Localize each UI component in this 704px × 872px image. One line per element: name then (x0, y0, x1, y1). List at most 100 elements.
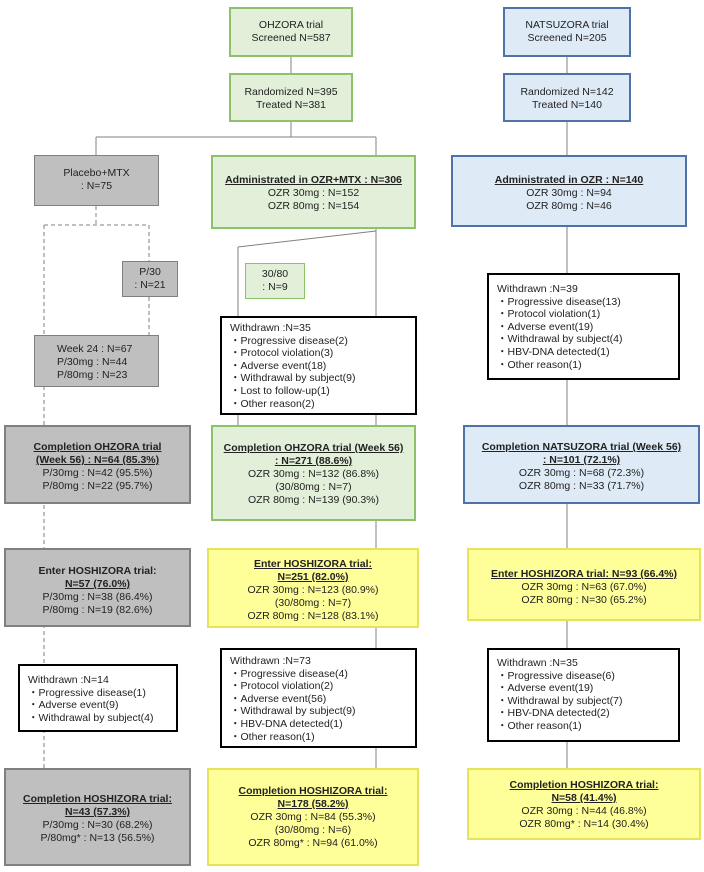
natsuzora-screened-count: Screened N=205 (527, 32, 607, 44)
enter-hoshizora-natsuzora-80mg: OZR 80mg : N=30 (65.2%) (521, 594, 647, 606)
withdrawn-ozr-mtx-item: ・Adverse event(18) (230, 359, 327, 372)
withdrawn-hoshizora-ozr-item: ・Protocol violation(2) (230, 680, 334, 693)
withdrawn-natsuzora-item: ・HBV-DNA detected(1) (497, 345, 610, 358)
withdrawn-hoshizora-ozr-item: ・Adverse event(56) (230, 692, 327, 705)
week24-count: Week 24 : N=67 (57, 343, 133, 355)
withdrawn-natsuzora-item: ・Other reason(1) (497, 358, 582, 371)
withdrawn-hoshizora-ozr-item: ・HBV-DNA detected(1) (230, 717, 343, 730)
ohzora-screened-count: Screened N=587 (251, 32, 331, 44)
ohzora-randomized-box: Randomized N=395 Treated N=381 (229, 73, 353, 122)
withdrawn-ozr-mtx-item: ・Withdrawal by subject(9) (230, 372, 356, 385)
completion-natsuzora-box: Completion NATSUZORA trial (Week 56) : N… (463, 425, 700, 504)
withdrawn-ozr-mtx-item: ・Progressive disease(2) (230, 334, 348, 347)
completion-hoshizora-ozr-count: N=178 (58.2%) (277, 798, 349, 810)
completion-ohzora-placebo-title: Completion OHZORA trial (33, 441, 162, 453)
withdrawn-hoshizora-ozr-title: Withdrawn :N=73 (230, 655, 311, 667)
ozr-30mg: OZR 30mg : N=94 (526, 187, 612, 199)
completion-natsuzora-title: Completion NATSUZORA trial (Week 56) (481, 441, 682, 453)
withdrawn-ozr-mtx-box: Withdrawn :N=35 ・Progressive disease(2) … (220, 316, 417, 415)
natsuzora-trial-label: NATSUZORA trial (525, 19, 609, 31)
ohzora-screened-box: OHZORA trial Screened N=587 (229, 7, 353, 57)
ozr-80mg: OZR 80mg : N=46 (526, 200, 612, 212)
completion-ohzora-ozr-box: Completion OHZORA trial (Week 56) : N=27… (211, 425, 416, 521)
enter-hoshizora-ozr-mtx-title: Enter HOSHIZORA trial: (253, 558, 373, 570)
placebo-mtx-label: Placebo+MTX (63, 167, 130, 179)
completion-ohzora-ozr-title: Completion OHZORA trial (Week 56) (223, 442, 404, 454)
completion-hoshizora-natsuzora-30mg: OZR 30mg : N=44 (46.8%) (521, 805, 647, 817)
withdrawn-hoshizora-ozr-item: ・Progressive disease(4) (230, 667, 348, 680)
natsuzora-screened-box: NATSUZORA trial Screened N=205 (503, 7, 631, 57)
completion-natsuzora-80mg: OZR 80mg : N=33 (71.7%) (518, 480, 645, 492)
natsuzora-randomized-count: Randomized N=142 (520, 86, 614, 98)
p30-label: P/30 (139, 266, 161, 278)
switch-3080-box: 30/80 : N=9 (245, 263, 305, 299)
enter-hoshizora-placebo-p30: P/30mg : N=38 (86.4%) (42, 591, 153, 603)
withdrawn-natsuzora-title: Withdrawn :N=39 (497, 283, 578, 295)
completion-hoshizora-placebo-p30: P/30mg : N=30 (68.2%) (42, 819, 153, 831)
withdrawn-natsuzora-item: ・Adverse event(19) (497, 320, 594, 333)
week24-p30: P/30mg : N=44 (57, 356, 128, 368)
enter-hoshizora-ozr-mtx-box: Enter HOSHIZORA trial: N=251 (82.0%) OZR… (207, 548, 419, 628)
ohzora-randomized-count: Randomized N=395 (244, 86, 338, 98)
completion-ohzora-ozr-80mg: OZR 80mg : N=139 (90.3%) (247, 494, 379, 506)
ozr-mtx-administered-box: Administrated in OZR+MTX : N=306 OZR 30m… (211, 155, 416, 229)
completion-natsuzora-count: : N=101 (72.1%) (542, 454, 621, 466)
completion-hoshizora-natsuzora-count: N=58 (41.4%) (551, 792, 617, 804)
enter-hoshizora-natsuzora-title: Enter HOSHIZORA trial: N=93 (66.4%) (490, 568, 678, 580)
ohzora-treated-count: Treated N=381 (256, 99, 326, 111)
completion-ohzora-placebo-count: (Week 56) : N=64 (85.3%) (35, 454, 160, 466)
enter-hoshizora-ozr-mtx-30mg: OZR 30mg : N=123 (80.9%) (247, 584, 379, 596)
completion-ohzora-ozr-count: : N=271 (88.6%) (274, 455, 353, 467)
withdrawn-hoshizora-placebo-item: ・Adverse event(9) (28, 699, 119, 712)
ozr-mtx-30mg: OZR 30mg : N=152 (267, 187, 360, 199)
withdrawn-natsuzora-item: ・Protocol violation(1) (497, 308, 601, 321)
enter-hoshizora-placebo-title: Enter HOSHIZORA trial: (38, 565, 157, 577)
completion-hoshizora-ozr-title: Completion HOSHIZORA trial: (238, 785, 388, 797)
completion-ohzora-ozr-3080: (30/80mg : N=7) (275, 481, 352, 493)
withdrawn-hoshizora-natsuzora-item: ・Withdrawal by subject(7) (497, 694, 623, 707)
withdrawn-hoshizora-placebo-item: ・Withdrawal by subject(4) (28, 711, 154, 724)
enter-hoshizora-placebo-p80: P/80mg : N=19 (82.6%) (42, 604, 153, 616)
withdrawn-hoshizora-placebo-item: ・Progressive disease(1) (28, 686, 146, 699)
week24-p80: P/80mg : N=23 (57, 369, 128, 381)
week24-box: Week 24 : N=67 P/30mg : N=44 P/80mg : N=… (34, 335, 159, 387)
enter-hoshizora-ozr-mtx-80mg: OZR 80mg : N=128 (83.1%) (247, 610, 379, 622)
natsuzora-randomized-box: Randomized N=142 Treated N=140 (503, 73, 631, 122)
withdrawn-hoshizora-ozr-box: Withdrawn :N=73 ・Progressive disease(4) … (220, 648, 417, 748)
enter-hoshizora-ozr-mtx-3080: (30/80mg : N=7) (274, 597, 352, 609)
enter-hoshizora-placebo-count: N=57 (76.0%) (64, 578, 131, 590)
withdrawn-ozr-mtx-item: ・Lost to follow-up(1) (230, 384, 330, 397)
completion-hoshizora-ozr-80mg: OZR 80mg* : N=94 (61.0%) (248, 837, 378, 849)
withdrawn-hoshizora-natsuzora-box: Withdrawn :N=35 ・Progressive disease(6) … (487, 648, 680, 742)
withdrawn-hoshizora-placebo-title: Withdrawn :N=14 (28, 674, 109, 686)
withdrawn-hoshizora-natsuzora-title: Withdrawn :N=35 (497, 657, 578, 669)
enter-hoshizora-ozr-mtx-count: N=251 (82.0%) (277, 571, 349, 583)
completion-ohzora-placebo-p30: P/30mg : N=42 (95.5%) (42, 467, 153, 479)
withdrawn-ozr-mtx-item: ・Other reason(2) (230, 397, 315, 410)
ozr-administered-box: Administrated in OZR : N=140 OZR 30mg : … (451, 155, 687, 227)
enter-hoshizora-natsuzora-30mg: OZR 30mg : N=63 (67.0%) (521, 581, 647, 593)
withdrawn-natsuzora-item: ・Progressive disease(13) (497, 295, 621, 308)
completion-hoshizora-ozr-box: Completion HOSHIZORA trial: N=178 (58.2%… (207, 768, 419, 866)
placebo-mtx-count: : N=75 (80, 180, 113, 192)
completion-hoshizora-ozr-30mg: OZR 30mg : N=84 (55.3%) (250, 811, 376, 823)
completion-hoshizora-natsuzora-box: Completion HOSHIZORA trial: N=58 (41.4%)… (467, 768, 701, 840)
completion-hoshizora-placebo-count: N=43 (57.3%) (64, 806, 131, 818)
withdrawn-hoshizora-placebo-box: Withdrawn :N=14 ・Progressive disease(1) … (18, 664, 178, 732)
withdrawn-natsuzora-item: ・Withdrawal by subject(4) (497, 333, 623, 346)
withdrawn-ozr-mtx-item: ・Protocol violation(3) (230, 347, 334, 360)
placebo-mtx-box: Placebo+MTX : N=75 (34, 155, 159, 206)
completion-hoshizora-placebo-p80: P/80mg* : N=13 (56.5%) (40, 832, 155, 844)
completion-hoshizora-placebo-title: Completion HOSHIZORA trial: (23, 793, 172, 805)
withdrawn-natsuzora-box: Withdrawn :N=39 ・Progressive disease(13)… (487, 273, 680, 380)
switch-3080-label: 30/80 (261, 268, 289, 280)
ohzora-trial-label: OHZORA trial (258, 19, 324, 31)
withdrawn-ozr-mtx-title: Withdrawn :N=35 (230, 322, 311, 334)
withdrawn-hoshizora-ozr-item: ・Other reason(1) (230, 730, 315, 743)
completion-ohzora-placebo-box: Completion OHZORA trial (Week 56) : N=64… (4, 425, 191, 504)
withdrawn-hoshizora-natsuzora-item: ・Adverse event(19) (497, 682, 594, 695)
withdrawn-hoshizora-natsuzora-item: ・HBV-DNA detected(2) (497, 707, 610, 720)
ozr-mtx-80mg: OZR 80mg : N=154 (267, 200, 360, 212)
enter-hoshizora-natsuzora-box: Enter HOSHIZORA trial: N=93 (66.4%) OZR … (467, 548, 701, 621)
ozr-administered-title: Administrated in OZR : N=140 (494, 174, 644, 186)
